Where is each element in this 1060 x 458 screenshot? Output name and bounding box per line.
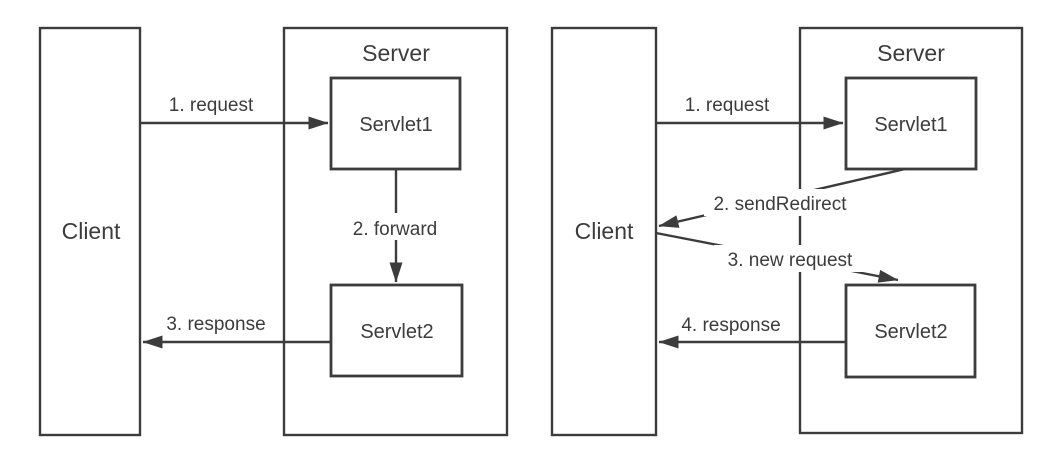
forward-step2-label: 2. forward xyxy=(353,219,437,240)
redirect-client-box xyxy=(550,26,658,437)
redirect-client-label: Client xyxy=(575,218,634,244)
forward-step3-label: 3. response xyxy=(166,314,265,335)
forward-step1-label: 1. request xyxy=(169,95,254,116)
redirect-step3-label: 3. new request xyxy=(728,250,853,271)
redirect-step2-label: 2. sendRedirect xyxy=(713,194,847,215)
redirect-servlet2-label: Servlet2 xyxy=(874,321,947,343)
forward-servlet1-label: Servlet1 xyxy=(359,114,432,136)
redirect-servlet1-box xyxy=(844,76,978,171)
forward-server-label: Server xyxy=(362,40,430,66)
redirect-step4-label: 4. response xyxy=(681,315,780,336)
forward-step2-label-background xyxy=(351,213,441,240)
redirect-server-label: Server xyxy=(877,40,945,66)
forward-servlet2-box xyxy=(329,283,464,378)
redirect-step3-label-background xyxy=(714,245,868,272)
redirect-servlet1-label: Servlet1 xyxy=(874,114,947,136)
forward-servlet2-label: Servlet2 xyxy=(360,321,433,343)
forward-client-box xyxy=(38,26,142,437)
redirect-step2-label-background xyxy=(704,189,856,216)
forward-client-label: Client xyxy=(62,218,121,244)
redirect-servlet2-box xyxy=(844,283,977,379)
forward-diagram: Server Client Servlet1 Servlet2 1. reque… xyxy=(38,26,509,437)
redirect-step1-label: 1. request xyxy=(685,95,770,116)
redirect-diagram: Server Client Servlet1 Servlet2 1. reque… xyxy=(550,26,1024,437)
